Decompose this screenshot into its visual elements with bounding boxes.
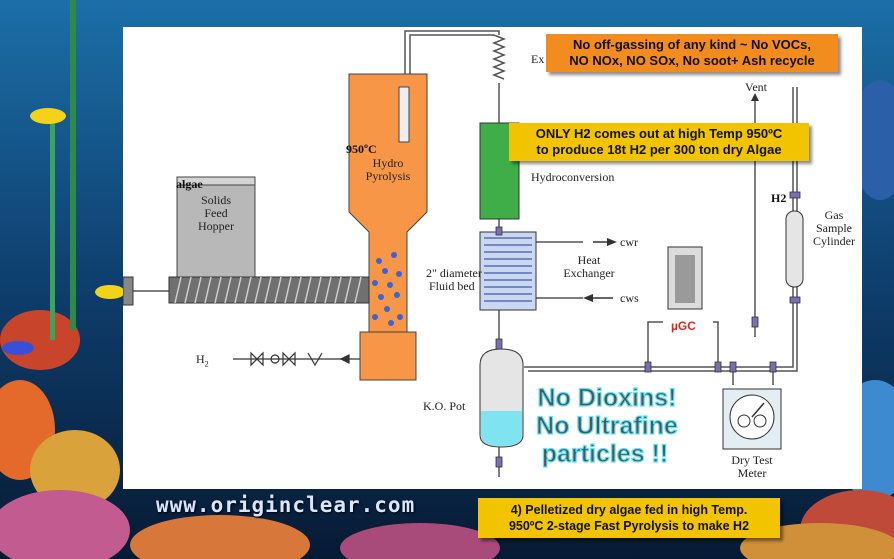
h2-outlet-label: H2: [771, 191, 787, 205]
no-ultrafine-overlay: No Ultrafine: [536, 412, 679, 440]
heat-exchanger: [479, 231, 537, 311]
hydrogen-output-callout: ONLY H2 comes out at high Temp 950ºC to …: [509, 123, 809, 161]
ko-pot-label: K.O. Pot: [423, 399, 466, 413]
fluid-bed-label-line2: Fluid bed: [429, 279, 475, 293]
process-step-callout: 4) Pelletized dry algae fed in high Temp…: [478, 498, 780, 538]
gas-sample-cylinder: [785, 210, 804, 288]
vent-arrow: [751, 93, 759, 101]
dry-test-meter: [722, 388, 782, 450]
dry-test-meter-label-line1: Dry Test: [731, 453, 773, 467]
ko-pot: [479, 348, 524, 448]
website-url[interactable]: www.originclear.com: [156, 493, 416, 517]
hydrogen-output-callout-line1: ONLY H2 comes out at high Temp 950ºC: [535, 126, 783, 141]
algae-label: algae: [176, 177, 203, 191]
ex-label: Ex: [531, 52, 545, 66]
process-diagram: 950ºC Hydro Pyrolysis algae Solids Feed …: [123, 27, 862, 489]
no-dioxins-overlay: No Dioxins!: [537, 384, 677, 412]
gas-sample-label-line1: Gas: [824, 208, 844, 222]
reactor-temperature-label: 950ºC: [346, 142, 377, 156]
micro-gc-label: µGC: [671, 319, 696, 333]
cwr-label: cwr: [620, 235, 638, 249]
process-step-callout-line1: 4) Pelletized dry algae fed in high Temp…: [510, 503, 748, 517]
gas-sample-label-line3: Cylinder: [813, 234, 855, 248]
hydroconversion-label: Hydroconversion: [531, 170, 615, 184]
solids-feed-hopper: [176, 176, 256, 278]
cooling-water-arrows: [583, 238, 617, 302]
h2-inlet-valves: [250, 351, 350, 367]
gas-sample-label-line2: Sample: [816, 221, 852, 235]
process-step-callout-line2: 950ºC 2-stage Fast Pyrolysis to make H2: [508, 519, 750, 533]
particles-overlay: particles !!: [541, 440, 669, 468]
hopper-label-line2: Feed: [204, 206, 228, 220]
reactor-outlet-pipe: [404, 30, 500, 74]
heat-exchanger-label-line1: Heat: [577, 253, 601, 267]
micro-gc: [667, 246, 703, 310]
pyrolysis-reactor: [348, 73, 428, 381]
reactor-label-line1: Hydro: [372, 156, 404, 170]
dry-test-meter-label-line2: Meter: [737, 466, 767, 480]
emissions-callout: No off-gassing of any kind ~ No VOCs, NO…: [546, 34, 838, 72]
screw-feeder: [123, 276, 370, 306]
hydrogen-output-callout-line2: to produce 18t H2 per 300 ton dry Algae: [536, 142, 782, 157]
hopper-label-line3: Hopper: [198, 219, 234, 233]
emissions-callout-line1: No off-gassing of any kind ~ No VOCs,: [573, 37, 811, 52]
h2-inlet-label: H2: [196, 352, 209, 369]
reactor-label-line2: Pyrolysis: [365, 169, 411, 183]
heat-exchanger-label-line2: Exchanger: [563, 266, 615, 280]
emissions-callout-line2: NO NOx, NO SOx, No soot+ Ash recycle: [569, 53, 815, 68]
fluid-bed-label-line1: 2" diameter: [426, 266, 482, 280]
coil: [491, 34, 507, 80]
cws-label: cws: [620, 291, 639, 305]
fish-left: [2, 108, 125, 355]
vent-label: Vent: [745, 80, 767, 94]
hopper-label-line1: Solids: [200, 193, 231, 207]
coral-left: [0, 0, 130, 559]
process-diagram-drawing: [123, 30, 804, 477]
fluid-bed-particles: [372, 252, 403, 326]
valves: [495, 191, 801, 468]
